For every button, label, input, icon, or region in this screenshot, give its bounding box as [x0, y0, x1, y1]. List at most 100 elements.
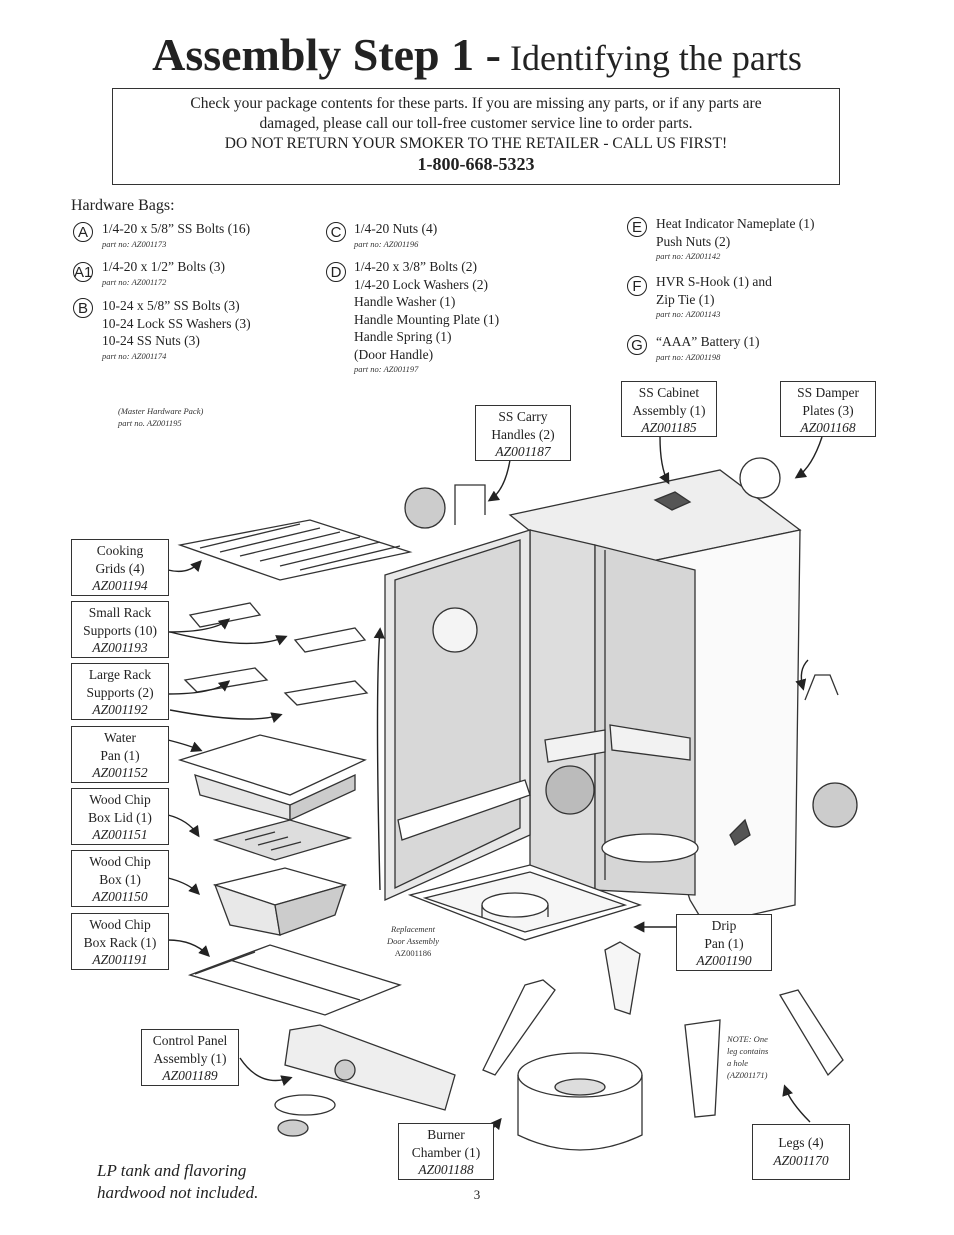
carry-handle-drawing — [404, 457, 858, 846]
leg-note-line-3: a hole — [727, 1058, 749, 1068]
notice-line-2: damaged, please call our toll-free custo… — [259, 115, 693, 132]
part-control-panel-line-2: Assembly (1) — [153, 1050, 227, 1066]
door-note-line-3: AZ001186 — [394, 948, 432, 958]
part-control-panel-line-1: Control Panel — [152, 1033, 228, 1048]
part-burner-code: AZ001188 — [418, 1162, 474, 1177]
bag-letter-e: E — [627, 217, 647, 237]
part-large-rack-line-2: Supports (2) — [86, 684, 154, 700]
title-bold: Assembly Step 1 - — [152, 29, 501, 80]
part-cooking-grids-line-2: Grids (4) — [95, 560, 145, 576]
part-chip-rack-code: AZ001191 — [92, 952, 148, 967]
bag-e-line-1: Heat Indicator Nameplate (1) — [656, 216, 815, 231]
part-drip-pan-line-2: Pan (1) — [704, 935, 744, 951]
part-cabinet-code: AZ001185 — [641, 420, 697, 435]
part-chip-lid-line-1: Wood Chip — [89, 792, 151, 807]
part-water-pan-line-2: Pan (1) — [100, 747, 140, 763]
part-large-rack-code: AZ001192 — [92, 702, 148, 717]
bag-a1-part-no: part no: AZ001172 — [102, 276, 167, 287]
bag-e-item: Heat Indicator Nameplate (1) Push Nuts (… — [656, 215, 815, 262]
part-burner-line-1: Burner — [427, 1127, 465, 1142]
leg-note-line-2: leg contains — [727, 1046, 769, 1056]
part-label-water-pan: Water Pan (1) AZ001152 — [71, 726, 169, 783]
bag-e-line-2: Push Nuts (2) — [656, 233, 731, 249]
bag-b-part-no: part no: AZ001174 — [102, 350, 167, 361]
lp-note-line-2: hardwood not included. — [97, 1183, 259, 1202]
part-cabinet-line-2: Assembly (1) — [632, 402, 706, 418]
leg-drawing-4 — [779, 989, 844, 1077]
chip-lid-drawing — [212, 819, 353, 861]
large-rack-drawing-2 — [283, 680, 369, 706]
page-title: Assembly Step 1 - Identifying the parts — [0, 28, 954, 81]
small-rack-drawing-1 — [188, 602, 262, 628]
bag-g-item: “AAA” Battery (1) part no: AZ001198 — [656, 333, 759, 363]
leg-note-line-4: (AZ001171) — [727, 1070, 768, 1080]
part-chip-box-line-1: Wood Chip — [89, 854, 151, 869]
notice-box: Check your package contents for these pa… — [112, 88, 840, 185]
hardware-heading: Hardware Bags: — [71, 197, 175, 214]
lp-note-line-1: LP tank and flavoring — [97, 1161, 247, 1180]
bag-c-item: 1/4-20 Nuts (4) part no: AZ001196 — [354, 220, 437, 250]
part-drip-pan-code: AZ001190 — [696, 953, 752, 968]
bag-f-line-2: Zip Tie (1) — [656, 291, 715, 307]
part-chip-lid-line-2: Box Lid (1) — [88, 809, 152, 825]
water-pan-drawing — [177, 734, 367, 822]
door-note-line-1: Replacement — [391, 924, 435, 934]
bag-b-item: 10-24 x 5/8” SS Bolts (3) 10-24 Lock SS … — [102, 297, 251, 362]
door-drawing — [384, 529, 531, 902]
bag-g-part-no: part no: AZ001198 — [656, 351, 721, 362]
small-rack-drawing-2 — [293, 627, 367, 653]
part-label-cooking-grids: Cooking Grids (4) AZ001194 — [71, 539, 169, 596]
leg-drawing-2 — [604, 941, 641, 1015]
leg-note: NOTE: One leg contains a hole (AZ001171) — [727, 1033, 768, 1081]
bag-f-part-no: part no: AZ001143 — [656, 309, 721, 319]
part-small-rack-line-2: Supports (10) — [83, 622, 157, 638]
bag-d-item: 1/4-20 x 3/8” Bolts (2) 1/4-20 Lock Wash… — [354, 258, 499, 375]
part-label-chip-lid: Wood Chip Box Lid (1) AZ001151 — [71, 788, 169, 845]
master-line-1: (Master Hardware Pack) — [118, 406, 204, 416]
part-label-legs: Legs (4) AZ001170 — [752, 1124, 850, 1180]
bag-g-line-1: “AAA” Battery (1) — [656, 334, 760, 349]
bag-a1-item: 1/4-20 x 1/2” Bolts (3) part no: AZ00117… — [102, 258, 225, 288]
part-cooking-grids-line-1: Cooking — [96, 543, 144, 558]
drip-pan-drawing — [407, 864, 643, 941]
bag-c-part-no: part no: AZ001196 — [354, 238, 419, 249]
part-legs-code: AZ001170 — [773, 1152, 829, 1168]
part-label-large-rack: Large Rack Supports (2) AZ001192 — [71, 663, 169, 720]
part-cooking-grids-code: AZ001194 — [92, 578, 148, 593]
bag-e-part-no: part no: AZ001142 — [656, 251, 721, 261]
cabinet-drawing — [508, 469, 802, 926]
bag-a1-line-1: 1/4-20 x 1/2” Bolts (3) — [102, 259, 225, 274]
bag-letter-f: F — [627, 276, 647, 296]
leg-drawing-3 — [684, 1019, 721, 1118]
bag-a-line-1: 1/4-20 x 5/8” SS Bolts (16) — [102, 221, 251, 236]
page-number: 3 — [473, 1187, 481, 1202]
burner-chamber-drawing — [517, 1052, 643, 1151]
chip-rack-drawing — [187, 944, 402, 1016]
control-panel-drawing — [274, 1024, 456, 1137]
bag-letter-a1: A1 — [73, 262, 93, 282]
part-carry-handles-line-1: SS Carry — [498, 409, 548, 424]
part-cabinet-line-1: SS Cabinet — [638, 385, 700, 400]
part-label-damper-plates: SS Damper Plates (3) AZ001168 — [780, 381, 876, 437]
title-regular: Identifying the parts — [500, 38, 802, 78]
part-small-rack-code: AZ001193 — [92, 640, 148, 655]
notice-phone: 1-800-668-5323 — [417, 154, 535, 174]
part-label-carry-handles: SS Carry Handles (2) AZ001187 — [475, 405, 571, 461]
bag-c-line-1: 1/4-20 Nuts (4) — [354, 221, 438, 236]
part-control-panel-code: AZ001189 — [162, 1068, 218, 1083]
large-rack-drawing-1 — [183, 667, 269, 693]
part-chip-box-line-2: Box (1) — [99, 871, 141, 887]
part-carry-handles-line-2: Handles (2) — [491, 426, 555, 442]
bag-letter-g: G — [627, 335, 647, 355]
bag-b-line-1: 10-24 x 5/8” SS Bolts (3) — [102, 298, 240, 313]
bag-d-line-1: 1/4-20 x 3/8” Bolts (2) — [354, 259, 477, 274]
notice-line-3: DO NOT RETURN YOUR SMOKER TO THE RETAILE… — [224, 135, 728, 152]
door-note: Replacement Door Assembly AZ001186 — [378, 923, 448, 959]
part-burner-line-2: Chamber (1) — [411, 1144, 481, 1160]
bag-letter-b: B — [73, 298, 93, 318]
part-damper-plates-line-1: SS Damper — [797, 385, 859, 400]
leg-drawing-1 — [482, 979, 556, 1076]
cooking-grid-drawing — [177, 519, 413, 581]
part-chip-rack-line-2: Box Rack (1) — [83, 934, 157, 950]
